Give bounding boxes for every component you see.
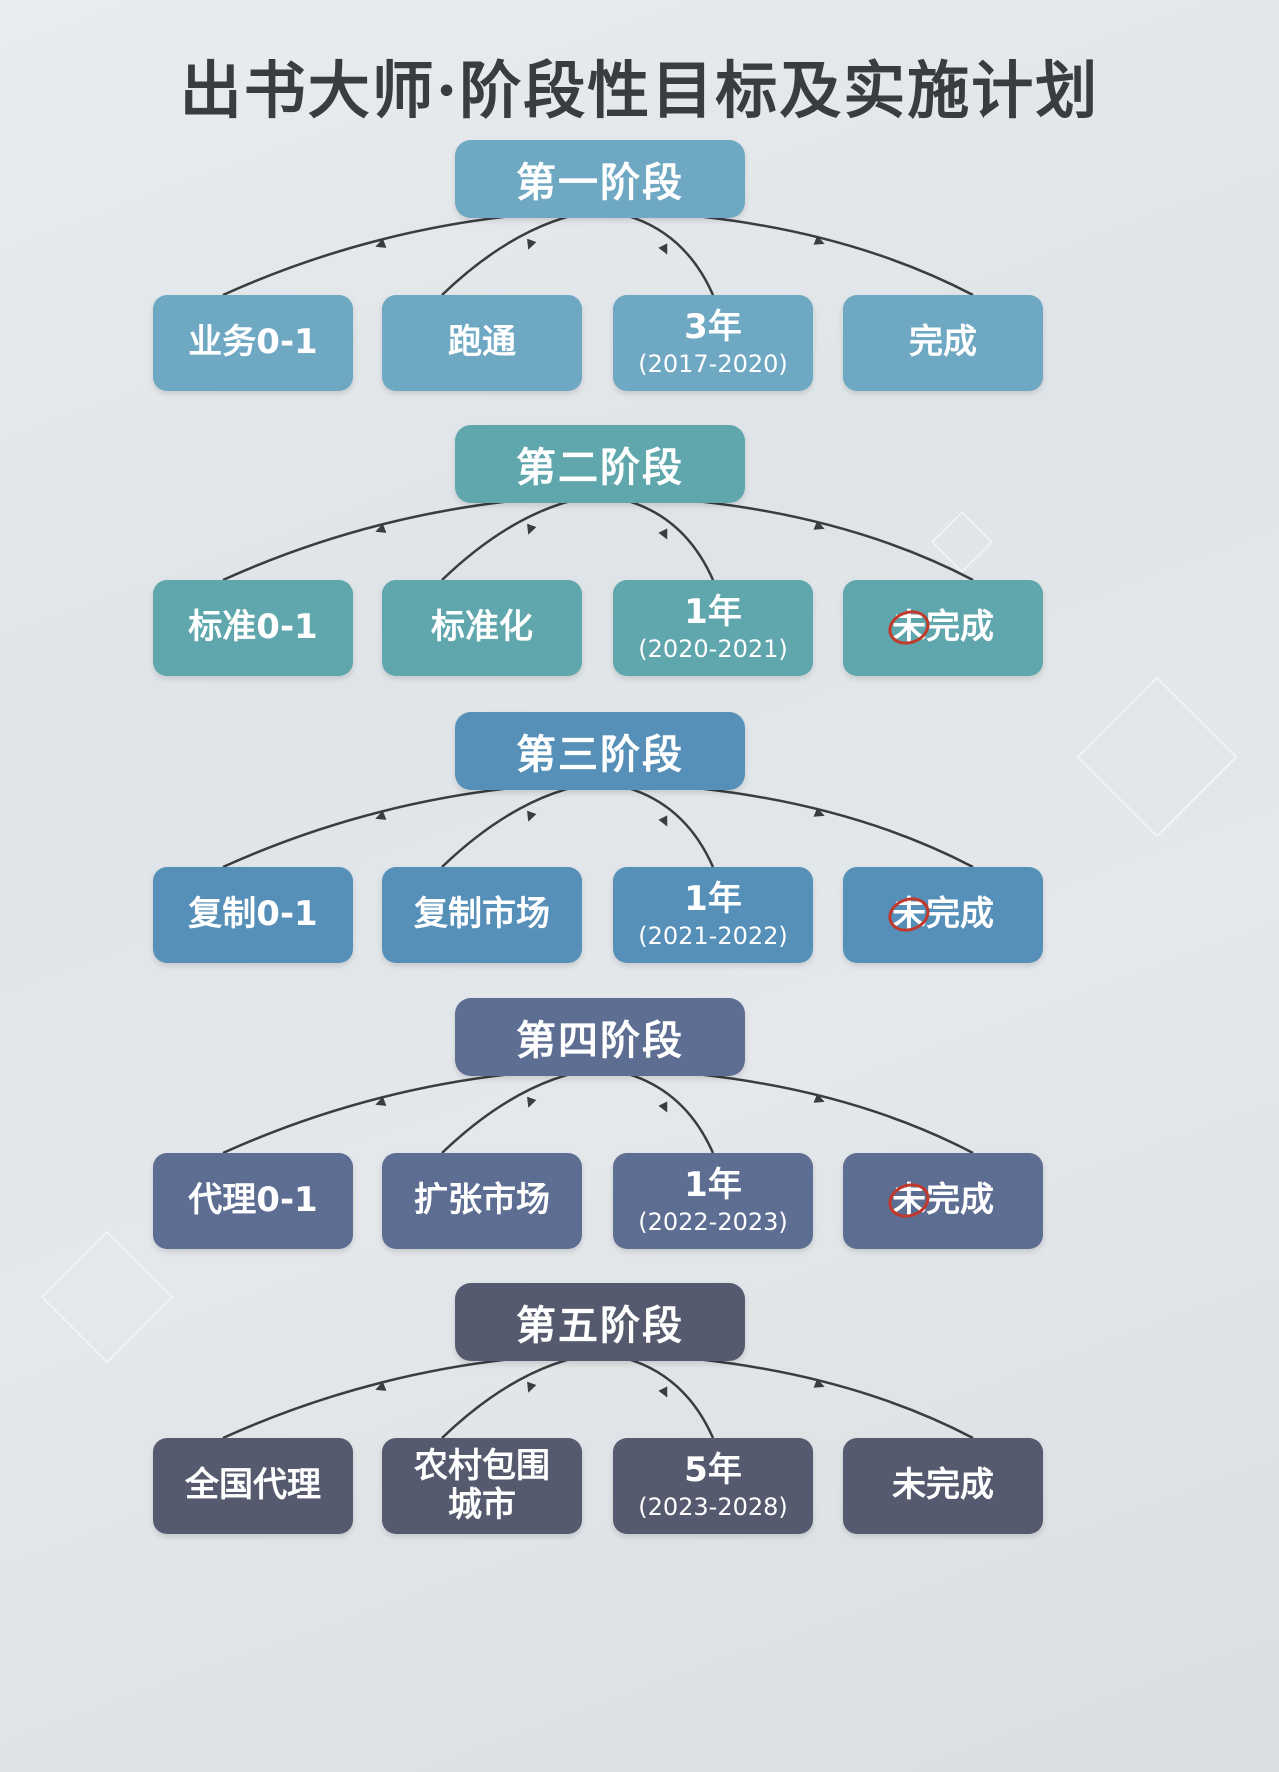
stage-item: 标准化 — [382, 580, 582, 676]
item-text: 复制市场 — [414, 894, 550, 935]
item-text: 完成 — [926, 894, 994, 935]
item-label: 1年 — [684, 879, 742, 920]
connector-arc — [222, 208, 601, 297]
item-text: 完成 — [909, 322, 977, 363]
item-label: 完成 — [909, 322, 977, 363]
item-text: 扩张市场 — [414, 1180, 550, 1221]
item-label: 1年 — [684, 592, 742, 633]
stage-title: 第二阶段 — [455, 425, 745, 503]
connector-arc — [599, 780, 715, 868]
stage-item: 扩张市场 — [382, 1153, 582, 1249]
struck-out-text: 未 — [892, 894, 926, 935]
connector-arc — [222, 780, 601, 869]
connector-arc — [222, 1066, 601, 1155]
connector-arc — [599, 1066, 715, 1154]
stage-5: 第五阶段全国代理 农村包围城市 5年(2023-2028) 未完成 — [0, 1283, 1279, 1553]
item-text: 完成 — [926, 1180, 994, 1221]
stage-item: 未完成 — [843, 1153, 1043, 1249]
stage-item: 未完成 — [843, 867, 1043, 963]
stage-item: 未完成 — [843, 580, 1043, 676]
stage-item: 1年(2021-2022) — [613, 867, 813, 963]
connector-arc — [599, 780, 974, 869]
stage-title: 第五阶段 — [455, 1283, 745, 1361]
item-label: 跑通 — [448, 322, 516, 363]
item-text: 复制0-1 — [188, 894, 318, 935]
item-subtext: (2022-2023) — [638, 1207, 788, 1236]
connector-arc — [599, 208, 715, 296]
stage-item: 3年(2017-2020) — [613, 295, 813, 391]
stage-item: 1年(2022-2023) — [613, 1153, 813, 1249]
stage-item: 代理0-1 — [153, 1153, 353, 1249]
item-text: 5年 — [684, 1450, 742, 1491]
item-label: 1年 — [684, 1165, 742, 1206]
item-label: 3年 — [684, 307, 742, 348]
item-label: 复制市场 — [414, 894, 550, 935]
struck-out-text: 未 — [892, 607, 926, 648]
item-text: 1年 — [684, 879, 742, 920]
item-label: 未完成 — [892, 1180, 994, 1221]
item-text: 跑通 — [448, 322, 516, 363]
item-label: 标准0-1 — [188, 607, 318, 648]
connector-arc — [599, 493, 715, 581]
stage-item: 完成 — [843, 295, 1043, 391]
item-text: 1年 — [684, 1165, 742, 1206]
stage-item: 复制市场 — [382, 867, 582, 963]
item-label: 城市 — [448, 1485, 516, 1525]
stage-item: 未完成 — [843, 1438, 1043, 1534]
item-label: 全国代理 — [185, 1465, 321, 1506]
item-label: 未完成 — [892, 1465, 994, 1506]
connector-arc — [222, 493, 601, 582]
stage-item: 跑通 — [382, 295, 582, 391]
item-text: 未完成 — [892, 1465, 994, 1506]
connector-arc — [599, 208, 974, 297]
item-label: 扩张市场 — [414, 1180, 550, 1221]
stage-3: 第三阶段复制0-1 复制市场 1年(2021-2022) 未完成 — [0, 712, 1279, 982]
item-text: 业务0-1 — [188, 322, 318, 363]
item-label: 农村包围 — [414, 1445, 550, 1486]
stage-item: 5年(2023-2028) — [613, 1438, 813, 1534]
item-subtext: (2017-2020) — [638, 349, 788, 378]
stage-item: 复制0-1 — [153, 867, 353, 963]
connector-arc — [599, 1351, 974, 1440]
stage-4: 第四阶段代理0-1 扩张市场 1年(2022-2023) 未完成 — [0, 998, 1279, 1268]
connector-arc — [222, 1351, 601, 1440]
item-label: 未完成 — [892, 894, 994, 935]
item-text: 完成 — [926, 607, 994, 648]
stage-title: 第四阶段 — [455, 998, 745, 1076]
item-text: 标准0-1 — [188, 607, 318, 648]
stage-title: 第一阶段 — [455, 140, 745, 218]
item-subtext: (2021-2022) — [638, 921, 788, 950]
stage-item: 标准0-1 — [153, 580, 353, 676]
item-label: 标准化 — [431, 607, 533, 648]
item-subtext: (2020-2021) — [638, 634, 788, 663]
struck-out-text: 未 — [892, 1180, 926, 1221]
item-text: 代理0-1 — [188, 1180, 318, 1221]
item-label: 未完成 — [892, 607, 994, 648]
item-text: 标准化 — [431, 607, 533, 648]
stage-2: 第二阶段标准0-1 标准化 1年(2020-2021) 未完成 — [0, 425, 1279, 695]
item-label: 代理0-1 — [188, 1180, 318, 1221]
connector-arc — [599, 1351, 715, 1439]
stage-title: 第三阶段 — [455, 712, 745, 790]
item-text: 3年 — [684, 307, 742, 348]
connector-arc — [599, 493, 974, 582]
item-text: 全国代理 — [185, 1465, 321, 1506]
item-subtext: (2023-2028) — [638, 1492, 788, 1521]
stage-1: 第一阶段业务0-1 跑通 3年(2017-2020) 完成 — [0, 140, 1279, 410]
item-label: 业务0-1 — [188, 322, 318, 363]
stage-item: 农村包围城市 — [382, 1438, 582, 1534]
item-text: 1年 — [684, 592, 742, 633]
item-label: 复制0-1 — [188, 894, 318, 935]
stage-item: 1年(2020-2021) — [613, 580, 813, 676]
page-title: 出书大师·阶段性目标及实施计划 — [179, 54, 1100, 127]
stage-item: 业务0-1 — [153, 295, 353, 391]
connector-arc — [599, 1066, 974, 1155]
stage-item: 全国代理 — [153, 1438, 353, 1534]
item-label: 5年 — [684, 1450, 742, 1491]
